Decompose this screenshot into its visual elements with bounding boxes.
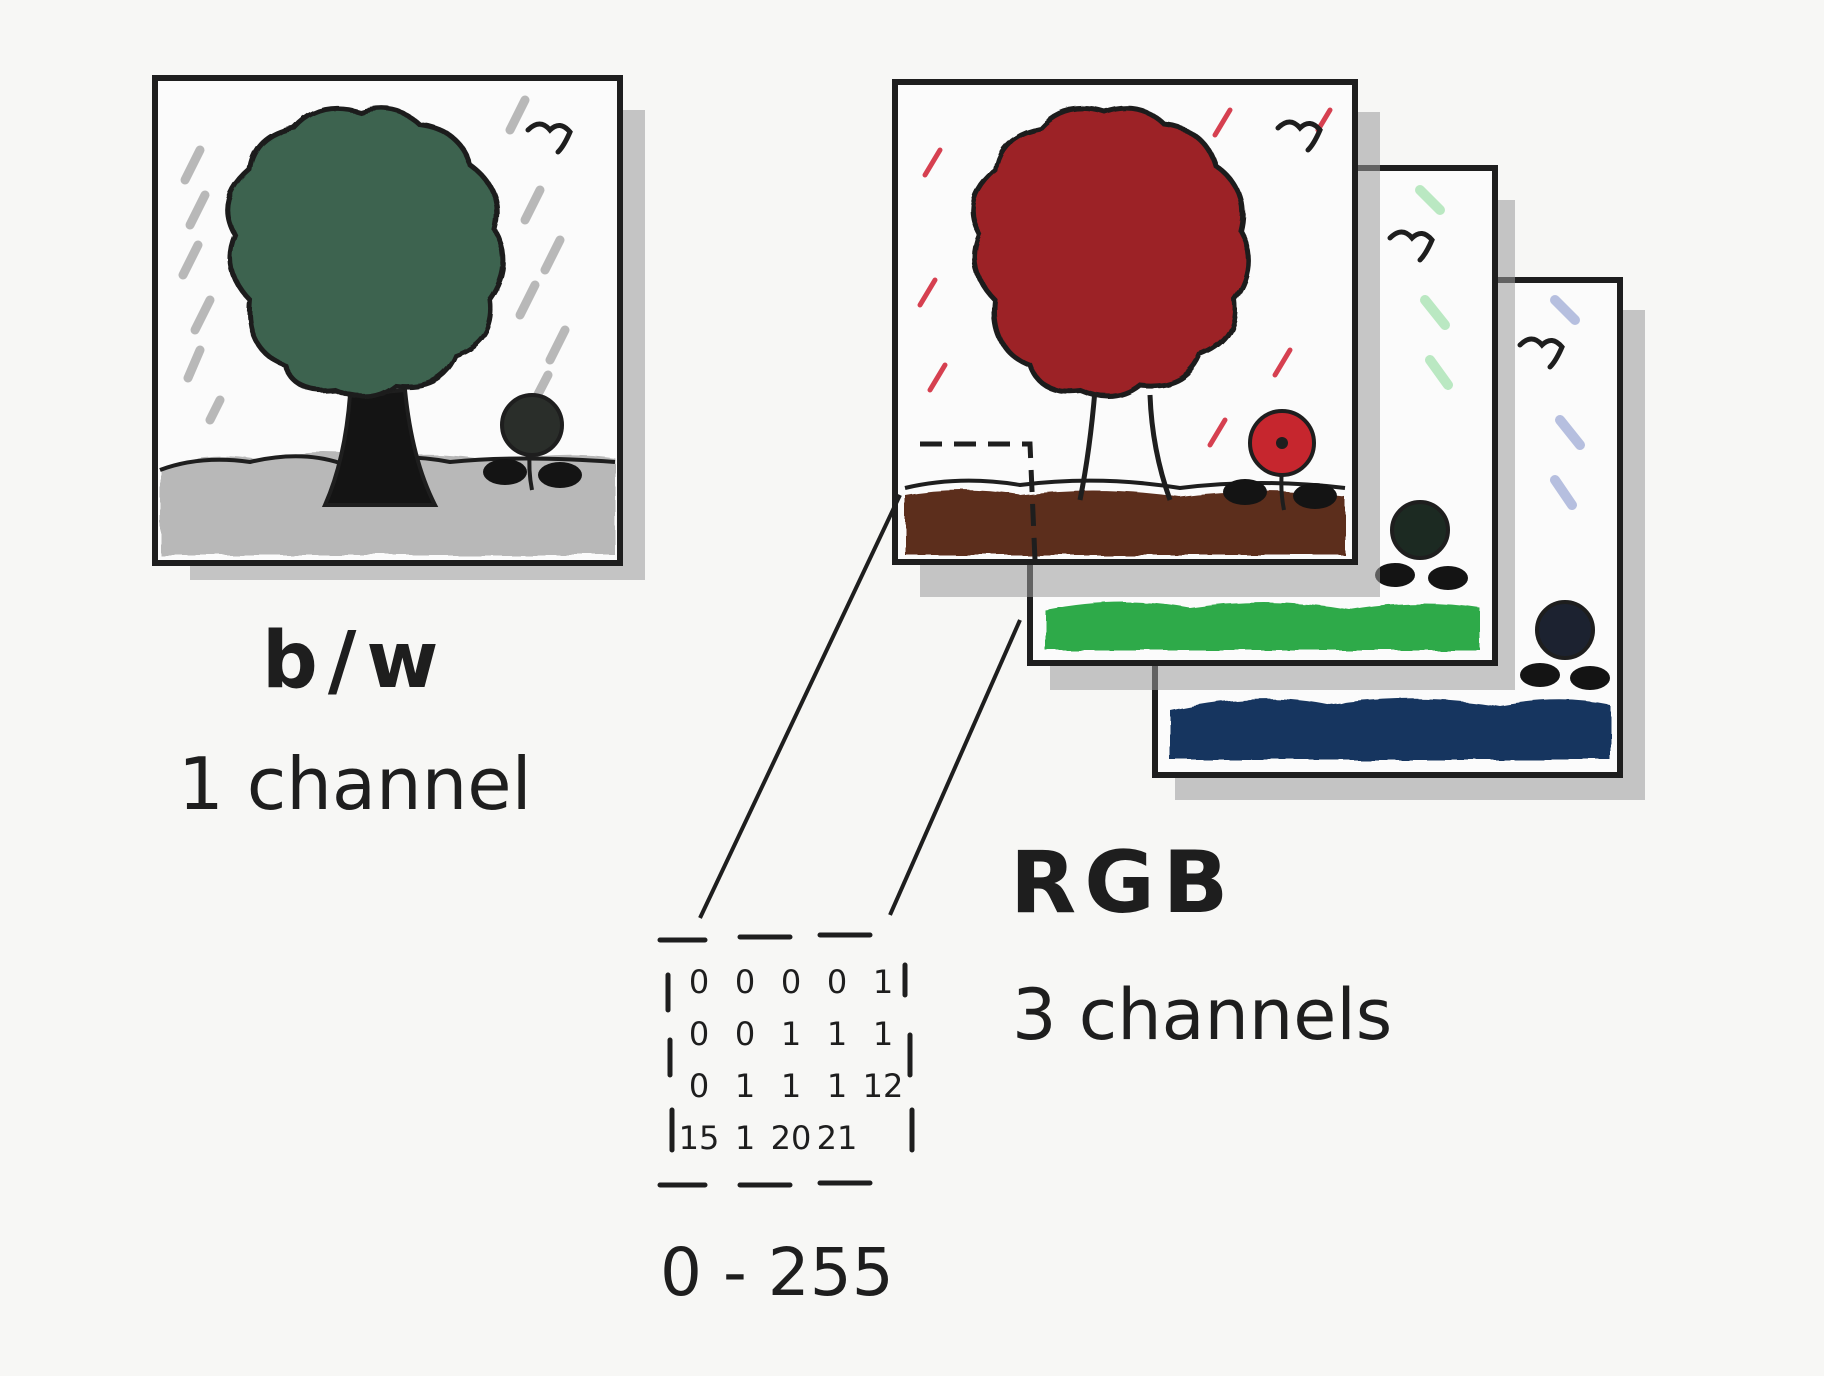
pixel-value: 15 bbox=[678, 1119, 720, 1157]
green-flower-leaf bbox=[1428, 566, 1468, 590]
red-ground bbox=[905, 490, 1345, 555]
flower-icon bbox=[483, 393, 582, 491]
pixel-value: 1 bbox=[780, 1067, 802, 1105]
blue-flower-leaf bbox=[1520, 663, 1560, 687]
bw-tree-canopy bbox=[225, 105, 507, 399]
pixel-value: 1 bbox=[872, 963, 894, 1001]
pixel-value: 12 bbox=[862, 1067, 904, 1105]
red-flower-leaf bbox=[1293, 483, 1337, 509]
tree-icon bbox=[225, 105, 507, 399]
red-tree-trunk bbox=[1077, 389, 1173, 501]
red-horizon-line bbox=[904, 478, 1346, 491]
rgb-channel-red bbox=[892, 79, 1380, 597]
blue-ground bbox=[1170, 698, 1610, 760]
green-flower-head bbox=[1390, 500, 1450, 560]
green-flower-leaf bbox=[1375, 563, 1415, 587]
rgb-label: RGB bbox=[1010, 833, 1237, 933]
bw-label: b/w bbox=[262, 616, 449, 706]
bw-image-panel bbox=[152, 75, 645, 580]
bw-flower-leaf bbox=[538, 462, 582, 488]
bw-rain-strokes bbox=[178, 95, 570, 425]
pixel-value: 0 bbox=[734, 963, 756, 1001]
blue-flower-head bbox=[1535, 600, 1595, 660]
pixel-value: 20 bbox=[770, 1119, 812, 1157]
pixel-value: 1 bbox=[826, 1067, 848, 1105]
red-flower-leaf bbox=[1223, 479, 1267, 505]
rgb-channel-count-label: 3 channels bbox=[1012, 974, 1393, 1056]
blue-rain-strokes bbox=[1550, 295, 1585, 510]
pixel-value: 1 bbox=[826, 1015, 848, 1053]
pixel-value bbox=[860, 1118, 906, 1158]
red-rain-strokes bbox=[917, 107, 1333, 448]
zoom-selection-box bbox=[920, 441, 1038, 561]
pixel-value: 0 bbox=[688, 1067, 710, 1105]
green-ground bbox=[1045, 601, 1480, 650]
bird-icon bbox=[525, 121, 573, 155]
pixel-value: 0 bbox=[688, 1015, 710, 1053]
bw-tree-trunk bbox=[321, 387, 439, 507]
pixel-value: 0 bbox=[688, 963, 710, 1001]
red-tree-canopy bbox=[970, 105, 1252, 399]
blue-flower-leaf bbox=[1570, 666, 1610, 690]
bw-flower-leaf bbox=[483, 459, 527, 485]
pixel-value: 0 bbox=[780, 963, 802, 1001]
pixel-value: 1 bbox=[780, 1015, 802, 1053]
pixel-grid-frame bbox=[657, 932, 915, 1188]
pixel-value: 21 bbox=[816, 1119, 858, 1157]
pixel-range-label: 0 - 255 bbox=[660, 1234, 894, 1311]
bird-icon bbox=[1517, 336, 1565, 370]
pixel-value: 0 bbox=[734, 1015, 756, 1053]
red-flower-center bbox=[1276, 437, 1288, 449]
zoom-connector-lines bbox=[698, 494, 1022, 919]
pixel-values-grid: 0 0 0 0 1 0 0 1 1 1 0 1 1 1 12 15 1 20 2… bbox=[676, 962, 906, 1158]
bw-channel-count-label: 1 channel bbox=[178, 742, 532, 826]
pixel-value: 1 bbox=[734, 1119, 756, 1157]
pixel-value: 0 bbox=[826, 963, 848, 1001]
bw-flower-head bbox=[500, 393, 564, 457]
bird-icon bbox=[1275, 119, 1323, 153]
pixel-value: 1 bbox=[734, 1067, 756, 1105]
pixel-value: 1 bbox=[872, 1015, 894, 1053]
green-rain-strokes bbox=[1415, 185, 1453, 390]
bird-icon bbox=[1387, 229, 1435, 263]
